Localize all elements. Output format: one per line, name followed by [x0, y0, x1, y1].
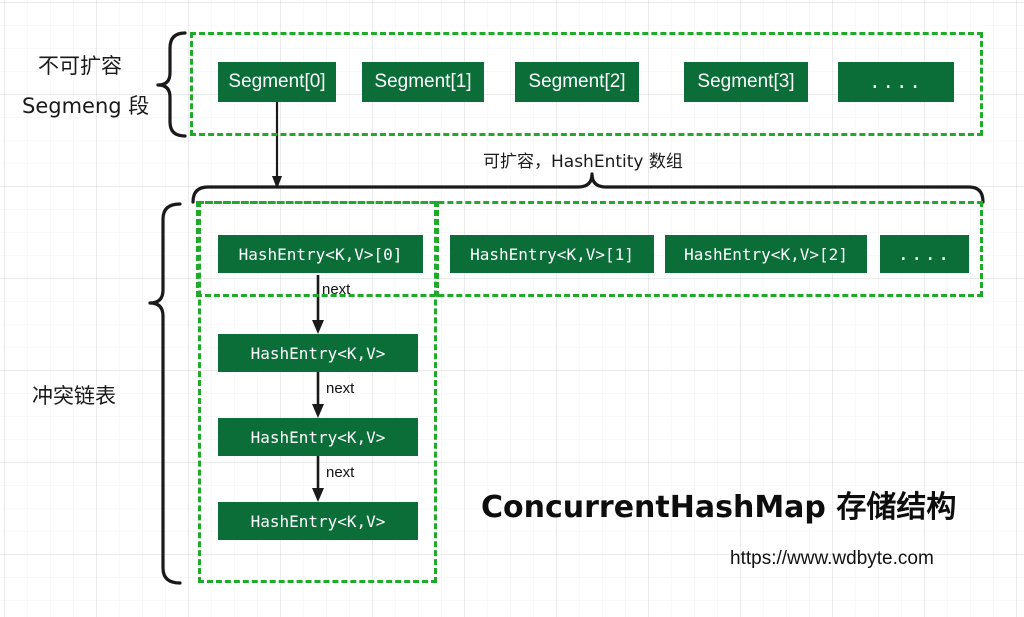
segment-group-label-line2: Segmeng 段: [22, 94, 150, 118]
hashentry-first-bucket-divider: [436, 201, 439, 297]
chain-node-2[interactable]: HashEntry<K,V>: [218, 502, 418, 540]
segment-array-container: [190, 32, 983, 136]
hashentity-array-caption: 可扩容，HashEntity 数组: [483, 152, 683, 172]
hashentity-array-brace: [191, 172, 985, 204]
segment-box-3[interactable]: Segment[3]: [684, 62, 808, 102]
next-label-1: next: [322, 281, 351, 298]
hashentry-array-box-0[interactable]: HashEntry<K,V>[0]: [218, 235, 423, 273]
hashentry-array-container: [196, 201, 983, 297]
segment-box-0[interactable]: Segment[0]: [218, 62, 336, 102]
next-label-3: next: [326, 464, 355, 481]
next-label-2: next: [326, 380, 355, 397]
chain-node-1[interactable]: HashEntry<K,V>: [218, 418, 418, 456]
segment-group-label-line1: 不可扩容: [38, 54, 122, 78]
next-arrow-3: [312, 456, 324, 502]
segment-box-2[interactable]: Segment[2]: [515, 62, 639, 102]
hashentry-array-box-2[interactable]: HashEntry<K,V>[2]: [665, 235, 867, 273]
source-url: https://www.wdbyte.com: [730, 548, 934, 569]
collision-chain-container: [198, 201, 437, 583]
hashentry-array-box-ellipsis[interactable]: ....: [880, 235, 969, 273]
segment-to-array-arrow: [272, 101, 282, 189]
hashentry-array-box-1[interactable]: HashEntry<K,V>[1]: [450, 235, 654, 273]
chain-group-brace: [148, 202, 182, 585]
segment-box-1[interactable]: Segment[1]: [362, 62, 484, 102]
chain-group-label: 冲突链表: [32, 384, 116, 408]
chain-node-0[interactable]: HashEntry<K,V>: [218, 334, 418, 372]
segment-group-brace: [156, 31, 187, 138]
segment-box-ellipsis[interactable]: ....: [838, 62, 954, 102]
next-arrow-2: [312, 372, 324, 418]
diagram-title: ConcurrentHashMap 存储结构: [481, 490, 957, 525]
next-arrow-1: [312, 275, 324, 334]
